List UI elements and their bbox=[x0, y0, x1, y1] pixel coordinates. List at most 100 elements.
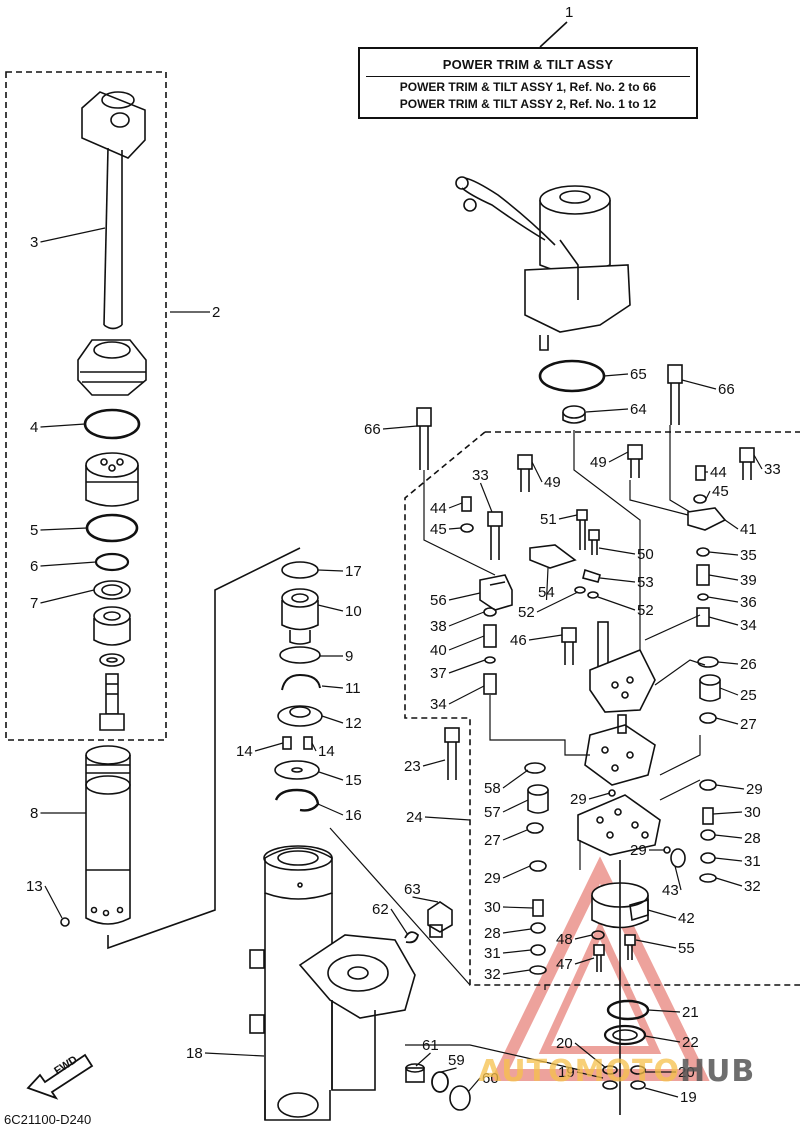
callout-c14a: 14 bbox=[236, 743, 253, 760]
leader-c5 bbox=[40, 527, 88, 531]
callout-c19a: 19 bbox=[558, 1064, 575, 1081]
part-ball-52b bbox=[587, 591, 599, 599]
leader-c25 bbox=[719, 687, 739, 696]
callout-c44a: 44 bbox=[430, 500, 447, 517]
part-rod-seal bbox=[93, 606, 131, 646]
callout-c48: 48 bbox=[556, 931, 573, 948]
leader-c52b bbox=[597, 596, 636, 611]
part-cylinder-housing bbox=[249, 845, 416, 1121]
callout-c4: 4 bbox=[30, 419, 38, 436]
part-tilt-rod bbox=[81, 91, 146, 330]
leader-c55 bbox=[635, 939, 677, 949]
leader-c20a bbox=[574, 1042, 607, 1069]
callout-c11: 11 bbox=[345, 680, 361, 697]
leader-c62 bbox=[390, 908, 409, 936]
part-trim-motor bbox=[455, 176, 631, 351]
leader-c4 bbox=[40, 423, 86, 428]
part-valve-25 bbox=[699, 674, 721, 702]
callout-c15: 15 bbox=[345, 772, 362, 789]
leader-c14a bbox=[254, 742, 284, 752]
leader-c30b bbox=[712, 811, 743, 815]
callout-c8: 8 bbox=[30, 805, 38, 822]
part-coupling-64 bbox=[562, 405, 586, 424]
leader-c31a bbox=[502, 949, 532, 954]
part-bolt-46 bbox=[561, 627, 577, 665]
callout-c58: 58 bbox=[484, 780, 501, 797]
part-piston-bolt bbox=[99, 673, 125, 731]
leader-c33a bbox=[479, 482, 493, 513]
part-plunger-34-left bbox=[483, 673, 497, 695]
callout-c20a: 20 bbox=[556, 1035, 573, 1052]
part-ball-52a bbox=[574, 586, 586, 594]
leader-c54 bbox=[545, 567, 549, 601]
leader-c60 bbox=[467, 1077, 481, 1093]
callout-c32b: 32 bbox=[744, 878, 761, 895]
callout-c47: 47 bbox=[556, 956, 573, 973]
leader-c29b bbox=[588, 792, 611, 800]
leader-c66a bbox=[382, 425, 418, 430]
leader-c51 bbox=[558, 514, 578, 520]
part-bolt-23 bbox=[444, 727, 460, 780]
callout-c29d: 29 bbox=[746, 781, 763, 798]
leader-c43 bbox=[674, 865, 682, 891]
leader-c41 bbox=[724, 519, 739, 530]
callout-c34a: 34 bbox=[430, 696, 447, 713]
leader-c52a bbox=[536, 591, 579, 613]
callout-c30a: 30 bbox=[484, 899, 501, 916]
part-bolt-66-left bbox=[416, 407, 432, 470]
callout-c28b: 28 bbox=[744, 830, 761, 847]
callout-c26: 26 bbox=[740, 656, 757, 673]
leader-c16 bbox=[317, 803, 344, 816]
part-valve-block-lower bbox=[577, 794, 661, 856]
callout-c28a: 28 bbox=[484, 925, 501, 942]
callout-c59: 59 bbox=[448, 1052, 465, 1069]
part-o-ring-58 bbox=[524, 762, 546, 774]
callout-c45a: 45 bbox=[430, 521, 447, 538]
leader-c3 bbox=[40, 227, 106, 243]
leader-c28b bbox=[714, 834, 743, 839]
part-washer bbox=[99, 653, 125, 667]
leader-c13 bbox=[44, 885, 63, 919]
part-spring-30-right bbox=[702, 807, 714, 825]
callout-c5: 5 bbox=[30, 522, 38, 539]
callout-c52b: 52 bbox=[637, 602, 654, 619]
leader-c27a bbox=[502, 829, 528, 841]
leader-c59 bbox=[440, 1067, 457, 1073]
leader-c47 bbox=[574, 957, 595, 965]
part-cap-27-left bbox=[526, 822, 544, 834]
callout-c27b: 27 bbox=[740, 716, 757, 733]
leader-c37 bbox=[448, 659, 486, 674]
leader-c34a bbox=[448, 685, 485, 705]
assy1-ref-range: POWER TRIM & TILT ASSY 1, Ref. No. 2 to … bbox=[399, 80, 657, 94]
callout-c38: 38 bbox=[430, 618, 447, 635]
leader-c12 bbox=[321, 715, 344, 724]
leader-c19a bbox=[576, 1071, 604, 1079]
callout-c33b: 33 bbox=[764, 461, 781, 478]
callout-c30b: 30 bbox=[744, 804, 761, 821]
watermark-part2: HUB bbox=[679, 1054, 756, 1089]
leader-c29a bbox=[502, 865, 531, 879]
callout-c25: 25 bbox=[740, 687, 757, 704]
callout-c34b: 34 bbox=[740, 617, 757, 634]
leader-c11 bbox=[321, 685, 344, 689]
callout-c41: 41 bbox=[740, 521, 757, 538]
callout-c63: 63 bbox=[404, 881, 421, 898]
leader-c53 bbox=[599, 577, 636, 583]
leader-c64 bbox=[585, 408, 629, 413]
part-o-ring-9 bbox=[279, 646, 321, 664]
callout-c19b: 19 bbox=[680, 1089, 697, 1106]
leader-c30a bbox=[502, 906, 534, 909]
leader-c49b bbox=[608, 451, 629, 463]
leader-c66b bbox=[681, 379, 717, 390]
part-washer-60 bbox=[449, 1085, 471, 1111]
part-circlip-11 bbox=[281, 673, 321, 691]
part-o-ring-62 bbox=[404, 931, 419, 944]
callout-c31b: 31 bbox=[744, 853, 761, 870]
callout-c18: 18 bbox=[186, 1045, 203, 1062]
leader-c10 bbox=[317, 604, 344, 612]
leader-c31b bbox=[714, 857, 743, 862]
leader-c14b bbox=[311, 742, 317, 752]
watermark-part1: AUTOMOTO bbox=[478, 1054, 680, 1089]
leader-c42 bbox=[647, 909, 677, 919]
part-valve-block-middle bbox=[584, 714, 656, 786]
